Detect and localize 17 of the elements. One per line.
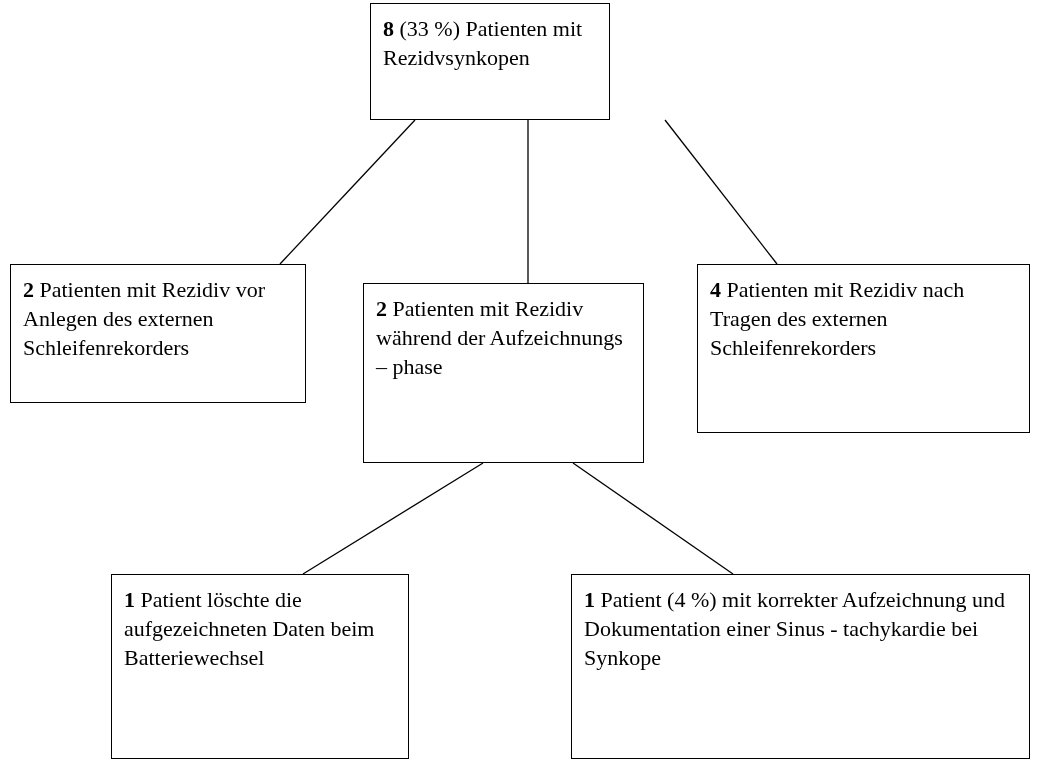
text-box: [10, 264, 306, 403]
box-text: 1 Patient löschte die aufgezeichneten Daten beim Batteriewechsel: [124, 586, 376, 672]
box-text: 1 Patient (4 %) mit korrekter Aufzeichnung und Dokumentation einer Sinus - tachykardie bei Synkope: [584, 586, 1006, 672]
connector-line: [302, 462, 484, 575]
text-box: [370, 3, 610, 120]
box-text: 2 Patienten mit Rezidiv während der Aufzeichnungs – phase: [376, 295, 624, 381]
text-box: [571, 574, 1030, 759]
box-text: 8 (33 %) Patienten mit Rezidvsynkopen: [383, 15, 584, 72]
box-text: 2 Patienten mit Rezidiv vor Anlegen des externen Schleifenrekorders: [23, 276, 266, 362]
connector-line: [664, 119, 778, 265]
text-box: [111, 574, 409, 759]
connector-line: [279, 119, 416, 265]
connector-line: [572, 462, 734, 575]
text-box: [697, 264, 1030, 433]
text-box: [363, 283, 644, 463]
box-text: 4 Patienten mit Rezidiv nach Tragen des externen Schleifenrekorders: [710, 276, 966, 362]
connector-line: [527, 119, 529, 284]
